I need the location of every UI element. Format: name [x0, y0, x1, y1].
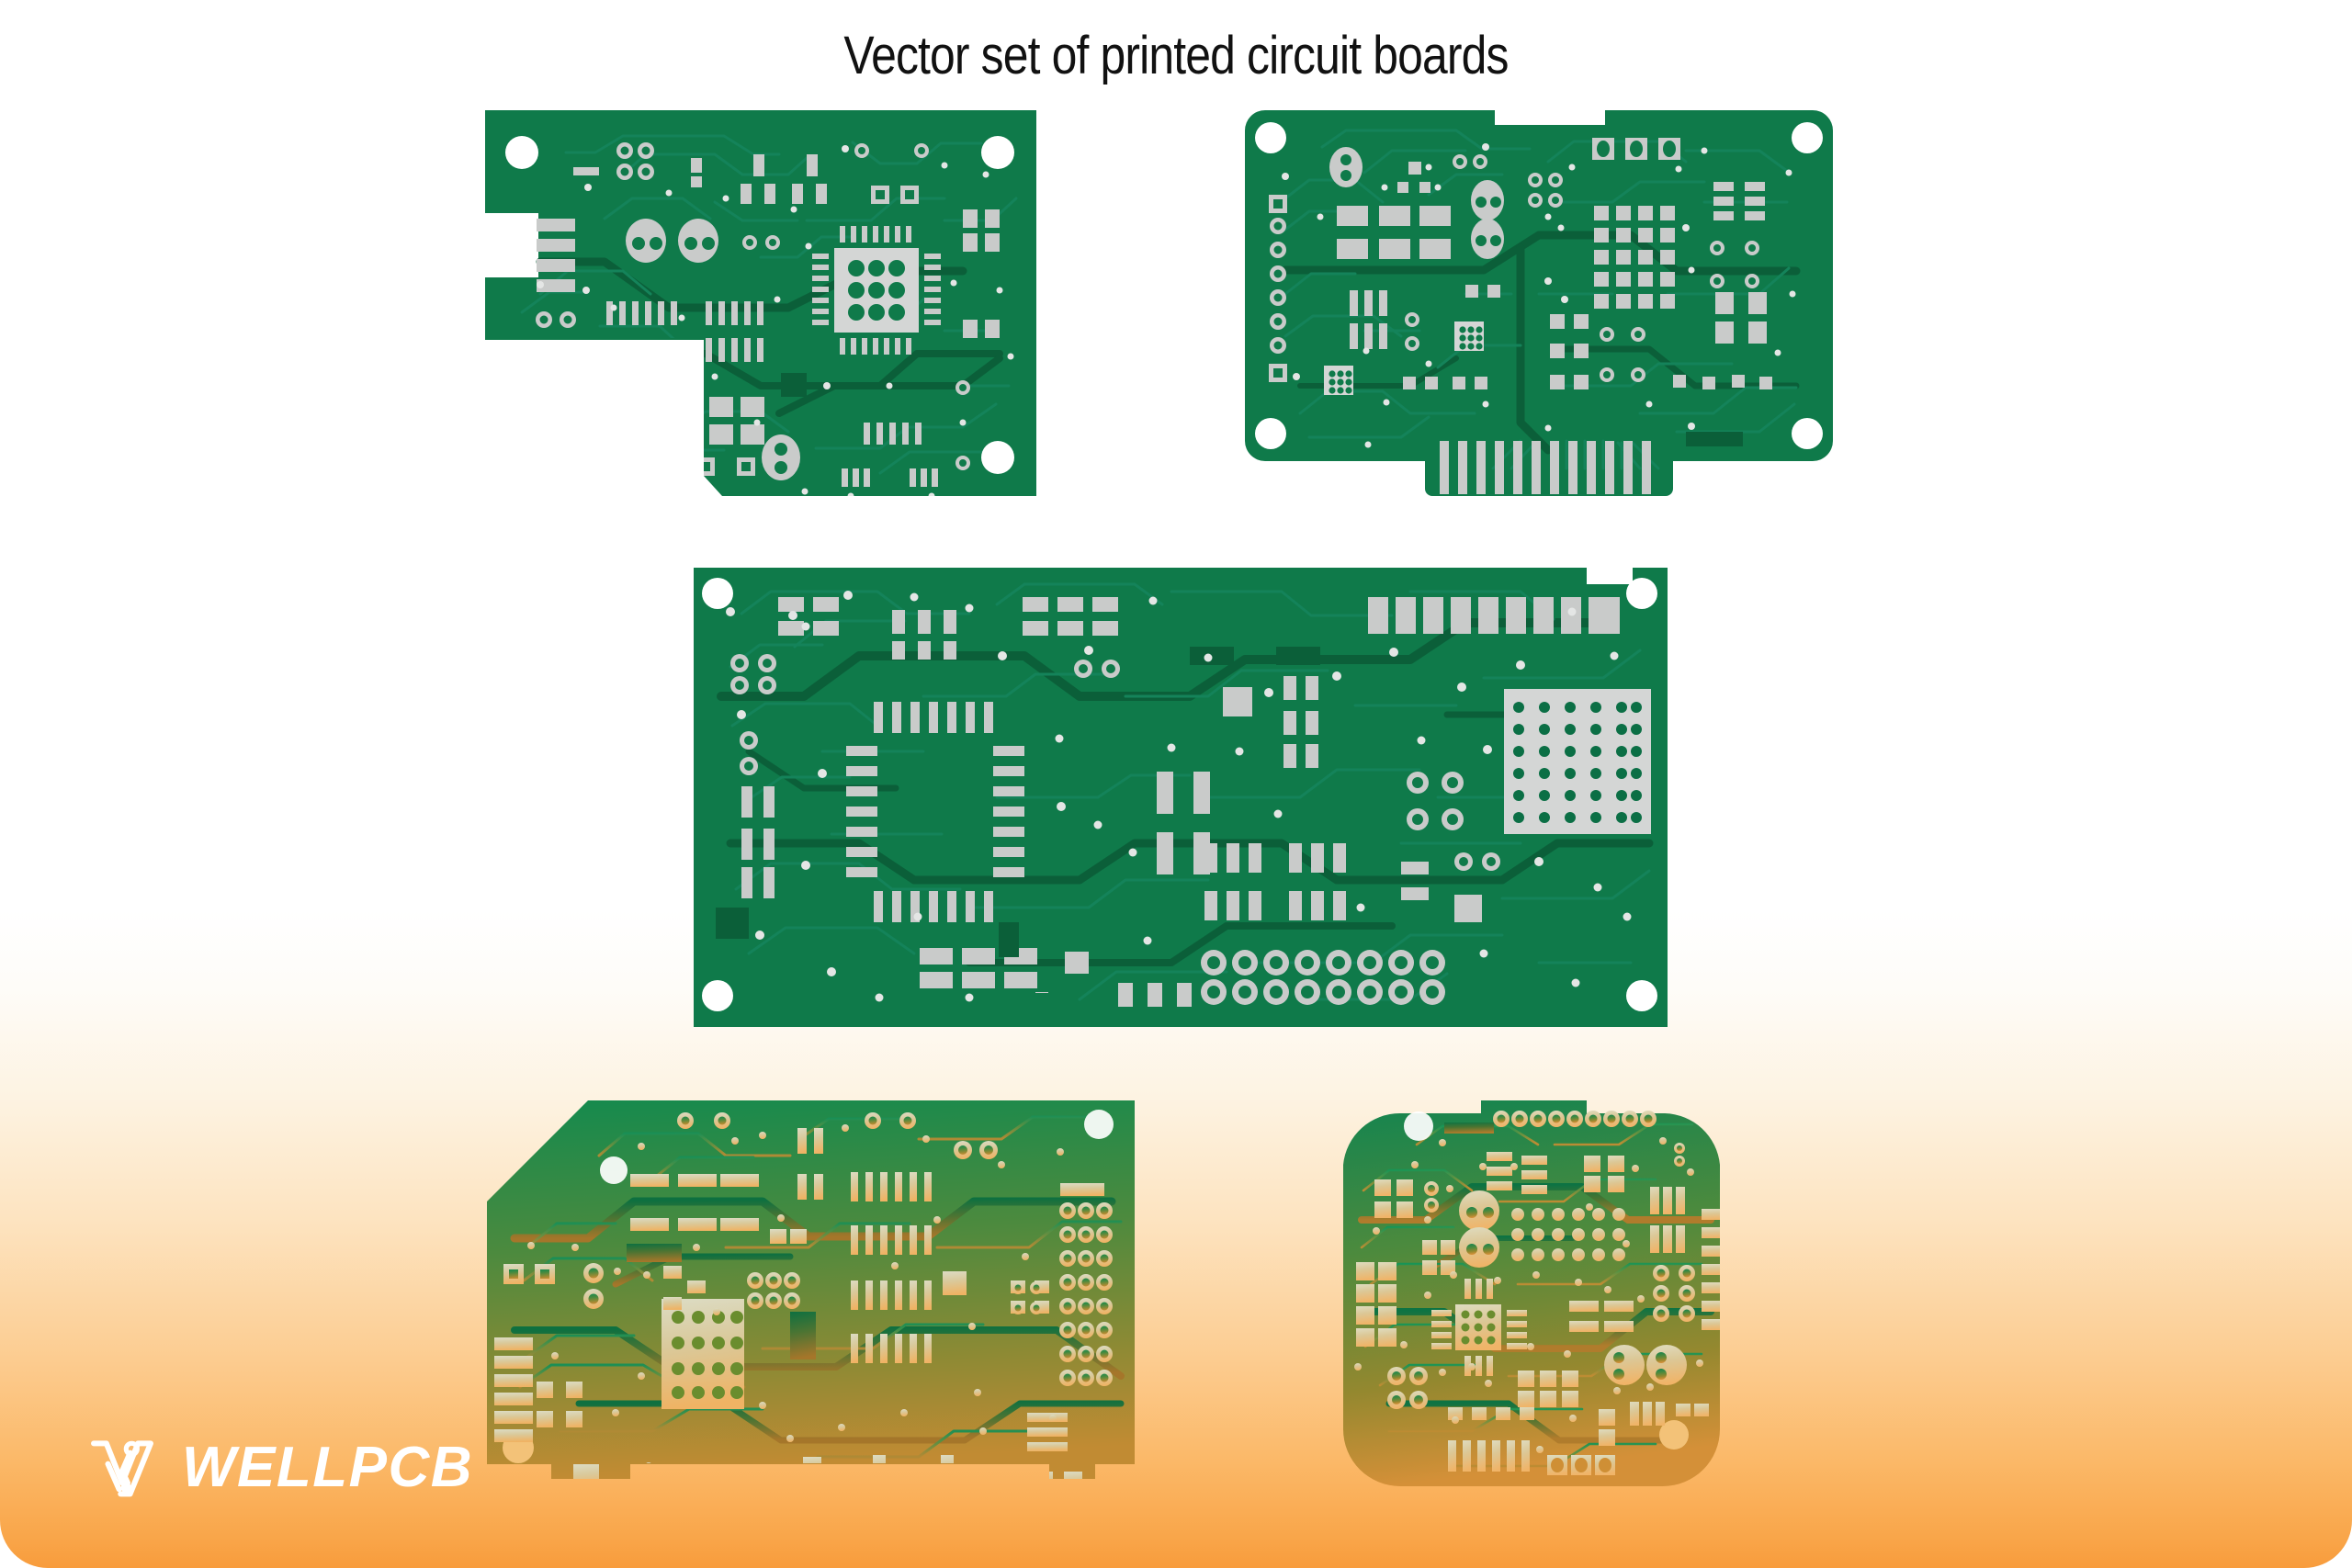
smd-pads [1356, 1152, 1709, 1446]
through-hole-pads [730, 654, 1500, 871]
via-dots [726, 591, 1632, 1002]
through-hole-pads [583, 1112, 1043, 1314]
bga-dot-grid [1511, 1208, 1625, 1261]
mounting-hole [505, 136, 538, 169]
mounting-hole [1626, 578, 1657, 609]
board-substrate [487, 1100, 1135, 1479]
sip-pad-bank-left [494, 1337, 533, 1442]
mounting-hole [1255, 418, 1286, 449]
smd-pad-bank-right [1027, 1413, 1068, 1451]
two-hole-pad [626, 219, 800, 480]
page-title: Vector set of printed circuit boards [843, 26, 1509, 85]
wellpcb-w-circuit-logo-icon [83, 1434, 162, 1502]
bga-pad-small [1324, 321, 1484, 395]
mounting-hole [1792, 122, 1823, 153]
header-pads-row [1368, 597, 1620, 634]
square-pads [1592, 138, 1680, 160]
through-hole-column [1269, 195, 1287, 382]
mounting-hole [1084, 1110, 1114, 1139]
through-hole-pads [1387, 1143, 1695, 1409]
smd-grid-array [1594, 206, 1675, 309]
mounting-hole [1255, 122, 1286, 153]
through-hole-pads [536, 142, 970, 473]
mounting-hole [1626, 980, 1657, 1011]
bga-pad-grid [662, 1299, 744, 1409]
mounting-hole [702, 980, 733, 1011]
brand-logo: WELLPCB [83, 1434, 473, 1502]
through-hole-pads [1405, 154, 1759, 382]
edge-pad-bank-right [1702, 1209, 1720, 1330]
bga-pad-small [606, 450, 641, 485]
mounting-hole [600, 1156, 628, 1184]
large-qfp-chip [846, 610, 1024, 922]
two-hole-pads [1459, 1190, 1687, 1385]
side-gold-fingers [537, 219, 575, 292]
via-dots [1282, 143, 1796, 448]
mounting-hole [1792, 418, 1823, 449]
board-top-right [1245, 110, 1833, 496]
qfn-chip [1431, 1279, 1527, 1376]
board-bottom-right [1343, 1100, 1720, 1495]
through-hole-column-right [1059, 1183, 1113, 1386]
mask-rect [627, 1244, 816, 1359]
board-substrate [1343, 1100, 1720, 1486]
mounting-hole [1659, 1420, 1689, 1450]
sip-pad-banks [851, 1172, 932, 1363]
smd-pads [741, 597, 1482, 1007]
mask-rect [1444, 1122, 1494, 1134]
board-middle-wide [694, 568, 1668, 1027]
board-top-left [485, 110, 1036, 496]
mounting-hole [1404, 1111, 1433, 1141]
mounting-hole [981, 441, 1014, 474]
bga-pad-grid-7x6 [1504, 689, 1651, 834]
board-bottom-left [487, 1100, 1135, 1495]
edge-connector-gold-fingers [1440, 441, 1651, 494]
mounting-hole [981, 136, 1014, 169]
via-dots [1354, 1137, 1703, 1453]
two-hole-pad [1329, 147, 1504, 259]
square-pads [503, 1264, 555, 1284]
smd-pads [1337, 162, 1772, 389]
through-hole-row-top [1493, 1111, 1657, 1127]
brand-wordmark: WELLPCB [182, 1436, 474, 1499]
square-pads-bottom [1547, 1455, 1615, 1475]
through-hole-double-row [1201, 950, 1445, 1005]
qfp-chip-bga [812, 226, 941, 355]
mask-rect [1686, 432, 1743, 446]
sip-pad-bank-bottom [1448, 1440, 1530, 1472]
mounting-hole [702, 578, 733, 609]
